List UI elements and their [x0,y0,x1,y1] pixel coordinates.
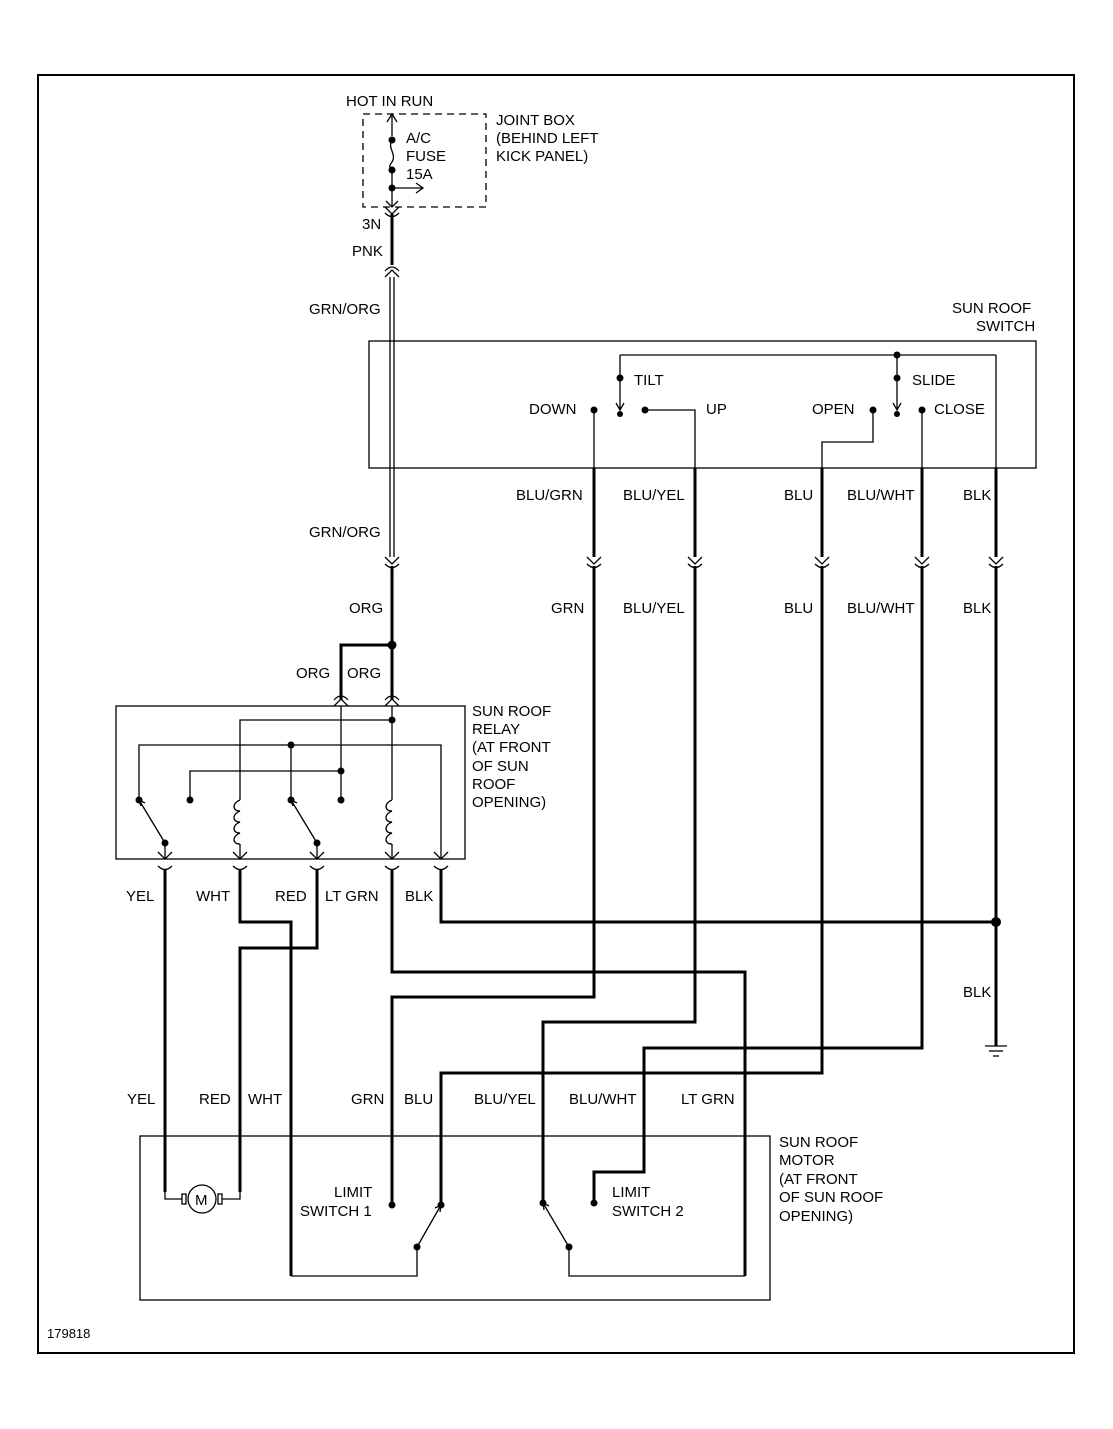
relay-out-wire-label-4: BLK [405,888,433,905]
relay-title-2: (AT FRONT [472,739,551,756]
switch-label-down: DOWN [529,401,577,418]
motor-in-wire-label-6: BLU/WHT [569,1091,637,1108]
relay-out-wire-label-1: WHT [196,888,230,905]
motor-in-wire-label-7: LT GRN [681,1091,735,1108]
motor-title-0: SUN ROOF [779,1134,858,1151]
fuse-label-rating: 15A [406,166,433,183]
limit-switch-2-label-2: SWITCH 2 [612,1203,684,1220]
sun-roof-relay-box [115,705,466,860]
relay-in-wire-label-1: ORG [347,665,381,682]
relay-title-3: OF SUN [472,758,529,775]
relay-title-1: RELAY [472,721,520,738]
relay-in-wire-label-0: ORG [296,665,330,682]
fuse-symbol [385,112,425,208]
sun-roof-motor-box [139,1135,771,1301]
motor-title-3: OF SUN ROOF [779,1189,883,1206]
fuse-label-ac: A/C [406,130,431,147]
motor-icon [164,1184,241,1214]
harness-wiring [163,566,1001,1276]
motor-in-wire-label-4: BLU [404,1091,433,1108]
switch-wire-label-4: BLU/WHT [847,487,915,504]
harness-wire-label-3: BLU [784,600,813,617]
switch-wire-label-5: BLK [963,487,991,504]
relay-title-5: OPENING) [472,794,546,811]
switch-wire-label-3: BLU [784,487,813,504]
switch-label-up: UP [706,401,727,418]
motor-title-4: OPENING) [779,1208,853,1225]
switch-label-open: OPEN [812,401,855,418]
motor-in-wire-label-5: BLU/YEL [474,1091,536,1108]
relay-out-wire-label-3: LT GRN [325,888,379,905]
switch-wire-label-1: BLU/GRN [516,487,583,504]
motor-title-1: MOTOR [779,1152,835,1169]
harness-connectors [384,556,1004,569]
relay-bottom-connectors [157,851,449,871]
motor-in-wire-label-1: RED [199,1091,231,1108]
ground-wire-label: BLK [963,984,991,1001]
relay-title-0: SUN ROOF [472,703,551,720]
ground-icon [985,1045,1007,1057]
connector-pnk [384,266,400,278]
harness-wire-label-5: BLK [963,600,991,617]
harness-wire-label-2: BLU/YEL [623,600,685,617]
harness-wire-label-4: BLU/WHT [847,600,915,617]
switch-label-tilt: TILT [634,372,664,389]
hot-in-run-label: HOT IN RUN [346,93,433,110]
motor-in-wire-label-2: WHT [248,1091,282,1108]
figure-id: 179818 [47,1326,90,1341]
relay-out-wire-label-2: RED [275,888,307,905]
motor-in-wire-label-3: GRN [351,1091,384,1108]
limit-switch-1-label-2: SWITCH 1 [300,1203,372,1220]
switch-wire-label-0: GRN/ORG [309,524,381,541]
switch-label-slide: SLIDE [912,372,955,389]
switch-wire-label-2: BLU/YEL [623,487,685,504]
page-frame [37,74,1075,1354]
switch-internal-wiring [590,351,997,468]
motor-title-2: (AT FRONT [779,1171,858,1188]
joint-box-label-1: JOINT BOX [496,112,575,129]
motor-symbol-label: M [195,1192,208,1209]
sun-roof-switch-box [368,340,1037,469]
wire-grn-org-top-label: GRN/ORG [309,301,381,318]
joint-box-outline [362,113,487,208]
switch-title-1: SUN ROOF [952,300,1031,317]
relay-title-4: ROOF [472,776,515,793]
switch-label-close: CLOSE [934,401,985,418]
relay-top-connectors [333,695,400,707]
joint-box-label-3: KICK PANEL) [496,148,588,165]
harness-wire-label-1: GRN [551,600,584,617]
motor-in-wire-label-0: YEL [127,1091,155,1108]
limit-switch-1-label-1: LIMIT [334,1184,372,1201]
wire-pnk-label: PNK [352,243,383,260]
limit-switch-wiring [291,1199,745,1277]
harness-wire-label-0: ORG [349,600,383,617]
fuse-label-fuse: FUSE [406,148,446,165]
relay-out-wire-label-0: YEL [126,888,154,905]
switch-title-2: SWITCH [976,318,1035,335]
relay-internal-wiring [135,706,442,858]
connector-3n-label: 3N [362,216,381,233]
limit-switch-2-label-1: LIMIT [612,1184,650,1201]
joint-box-label-2: (BEHIND LEFT [496,130,599,147]
